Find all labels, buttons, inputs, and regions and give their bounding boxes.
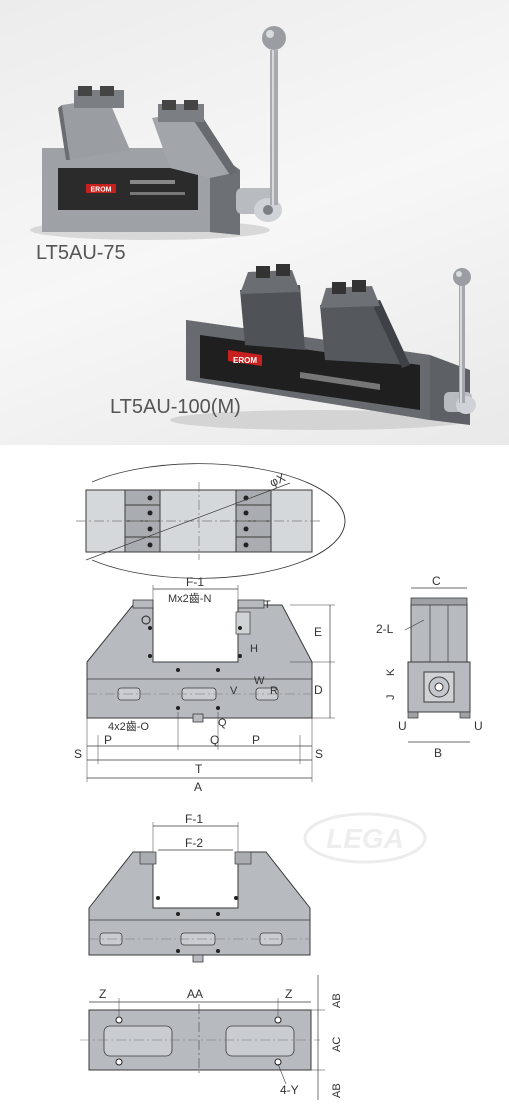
product-photos: EROM: [30, 26, 476, 430]
model-label-large: LT5AU-100(M): [110, 396, 241, 418]
dim-d: D: [314, 683, 323, 697]
dim-ab-top: AB: [331, 993, 343, 1008]
model-label-small: LT5AU-75: [36, 242, 126, 264]
dim-z-right: Z: [285, 987, 292, 1001]
dim-u-left: U: [398, 719, 407, 733]
lega-watermark: LEGA: [303, 812, 427, 864]
dim-ab-bottom: AB: [331, 1083, 343, 1098]
dim-b: B: [434, 746, 442, 760]
dim-v: V: [230, 685, 238, 697]
dim-w: W: [254, 675, 265, 687]
top-view: φX: [76, 463, 346, 579]
technical-drawings: LEGA φX: [74, 463, 483, 1100]
dim-f2: F-2: [185, 836, 203, 850]
front-view: F-1 Mx2齒-N T E D H V W R 4x2齒-O Q S P: [74, 575, 335, 794]
dim-t-mark: T: [264, 599, 271, 611]
dim-p-right: P: [252, 733, 260, 747]
side-view: C 2-L K J U U B: [376, 574, 483, 760]
dim-s-left: S: [74, 747, 82, 761]
dim-z-left: Z: [99, 987, 106, 1001]
watermark-text: LEGA: [326, 823, 404, 854]
dim-2l: 2-L: [376, 622, 394, 636]
dim-o-holes: 4x2齒-O: [108, 720, 149, 733]
dim-a: A: [194, 780, 202, 794]
dim-f1-view2: F-1: [185, 812, 203, 826]
brand-plate-large: EROM: [233, 356, 257, 365]
dim-ac: AC: [331, 1037, 343, 1052]
front-view-2: F-1 F-2: [88, 812, 311, 963]
dim-t: T: [195, 762, 203, 776]
dim-m-holes: Mx2齒-N: [168, 592, 211, 605]
dim-c: C: [432, 574, 441, 588]
dim-phi-x: φX: [267, 470, 287, 489]
dim-4y: 4-Y: [280, 1083, 299, 1097]
dim-r: R: [270, 685, 278, 697]
dim-h: H: [250, 643, 258, 655]
dim-e: E: [314, 625, 322, 639]
dim-k: K: [385, 668, 397, 676]
dim-q-mark: Q: [218, 717, 227, 729]
vise-photo-small: EROM: [30, 26, 286, 240]
product-photo-area: EROM: [0, 0, 509, 445]
dim-q: Q: [210, 733, 219, 747]
dim-j: J: [385, 695, 397, 701]
dim-u-right: U: [474, 719, 483, 733]
dim-aa: AA: [187, 987, 203, 1001]
brand-plate-small: EROM: [91, 187, 112, 194]
dim-p-left: P: [104, 733, 112, 747]
dim-f1: F-1: [186, 575, 204, 589]
dim-s-right: S: [315, 747, 323, 761]
vise-photo-large: EROM: [170, 264, 476, 430]
base-view: Z AA Z AB AC AB 4-Y: [80, 975, 343, 1100]
